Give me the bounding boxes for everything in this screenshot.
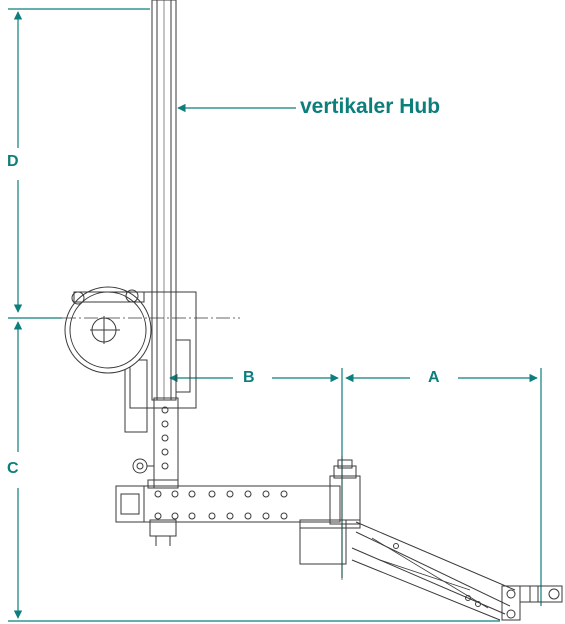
- vertical-stroke-label: vertikaler Hub: [300, 95, 441, 118]
- end-effector: [501, 585, 563, 621]
- pivot-housing: [329, 475, 361, 525]
- dim-d-label: D: [7, 153, 19, 170]
- swing-arm: [351, 521, 516, 621]
- dim-c-label: C: [7, 460, 19, 477]
- carriage: [153, 397, 179, 489]
- dimension-lines: [8, 8, 542, 622]
- dim-b-label: B: [243, 369, 255, 386]
- dim-a-label: A: [428, 369, 440, 386]
- motor-drum: [64, 286, 152, 374]
- hook-eye: [132, 458, 154, 474]
- arm-bolts: [154, 490, 288, 520]
- lift-column-drawing: [62, 0, 563, 621]
